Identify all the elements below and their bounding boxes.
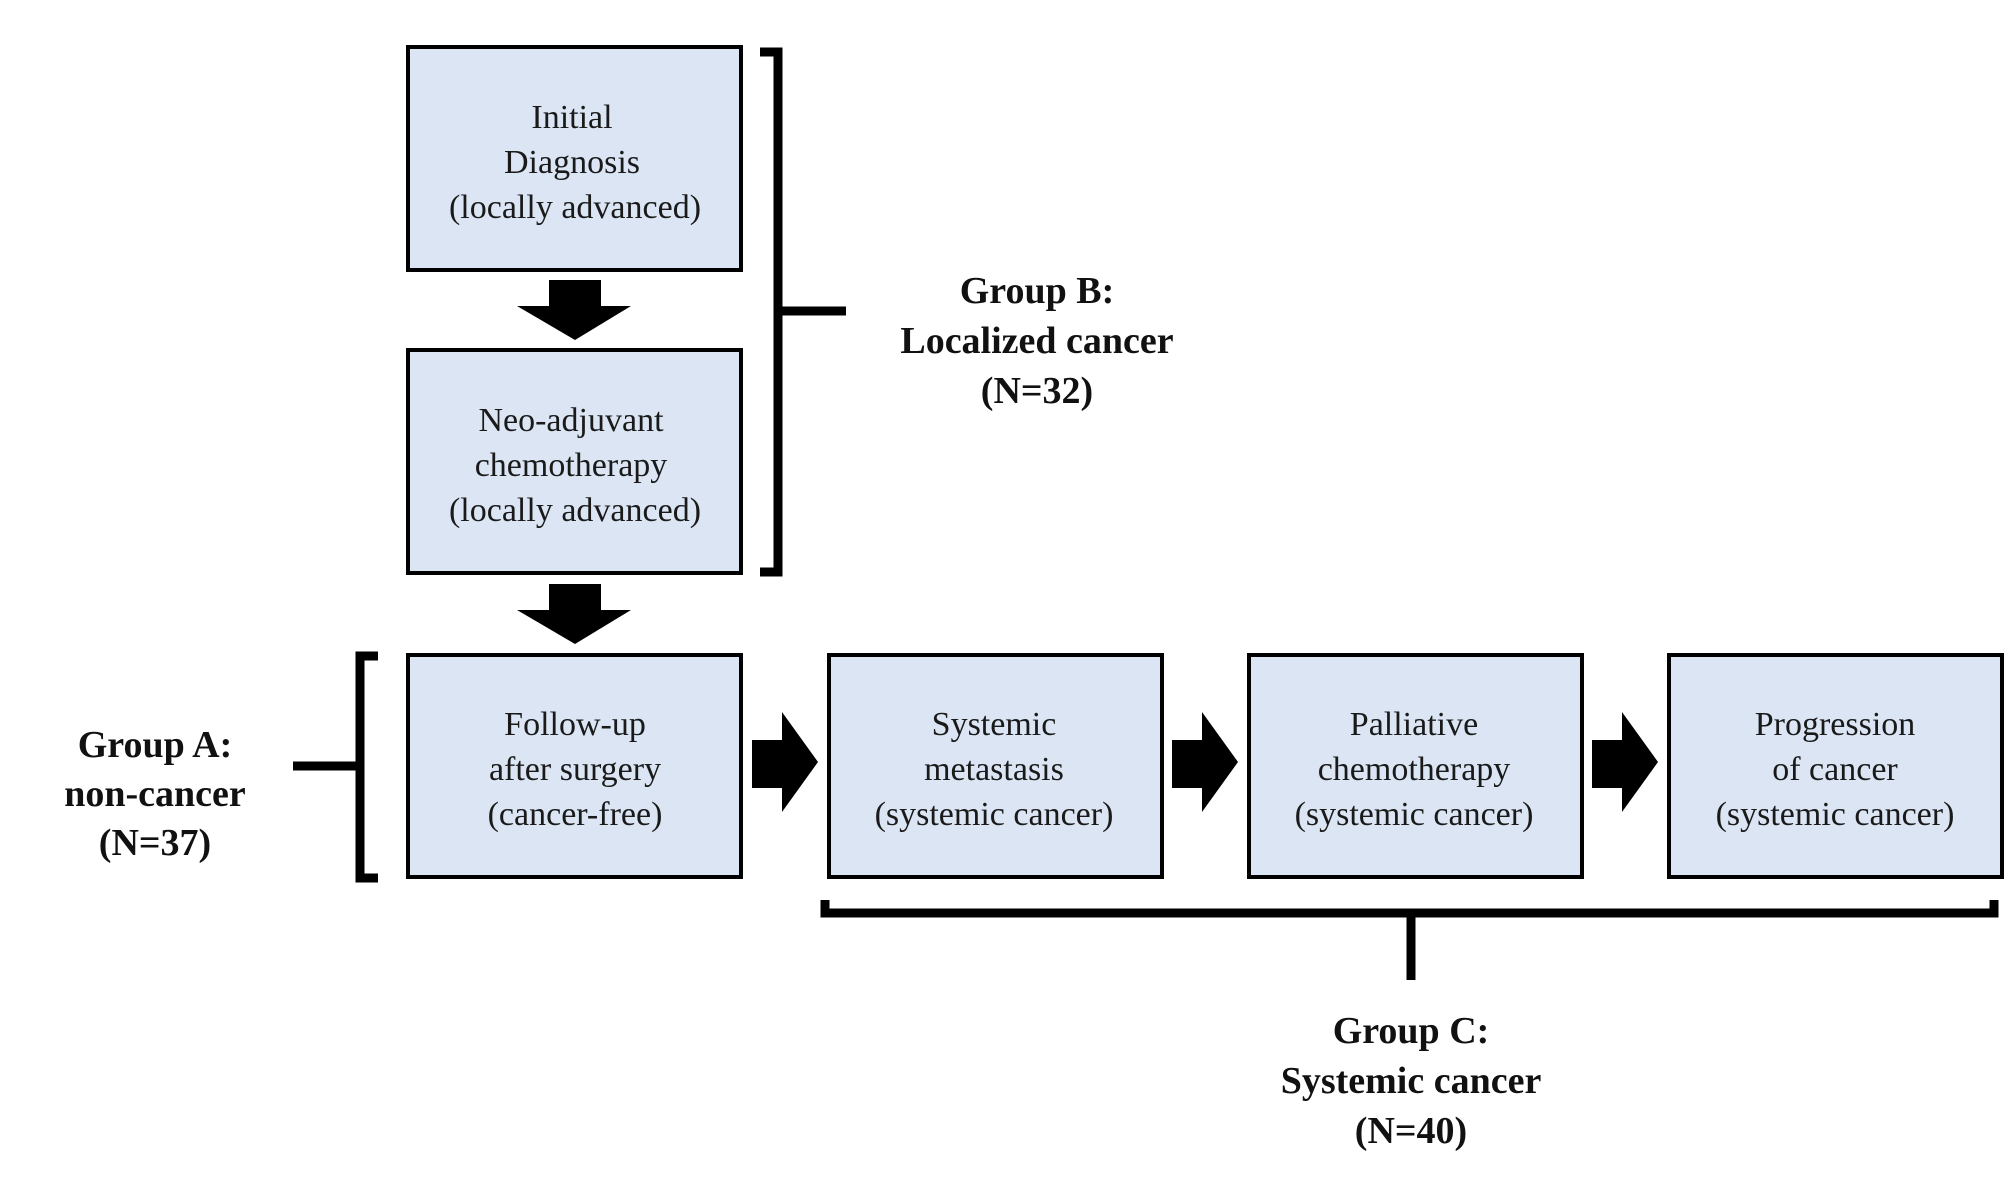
box-neo-adjuvant-line3: (locally advanced) [449, 492, 701, 529]
box-initial-diagnosis-line3: (locally advanced) [449, 189, 701, 226]
group-a-label: Group A: non-cancer (N=37) [64, 724, 246, 864]
box-neo-adjuvant-line1: Neo-adjuvant [478, 402, 664, 439]
box-neo-adjuvant: Neo-adjuvant chemotherapy (locally advan… [406, 348, 743, 575]
group-b-subtitle: Localized cancer [900, 320, 1173, 362]
bracket-group-b [760, 47, 846, 577]
box-palliative-line2: chemotherapy [1318, 751, 1511, 788]
group-c-label: Group C: Systemic cancer (N=40) [1281, 1010, 1542, 1152]
box-palliative-line3: (systemic cancer) [1295, 796, 1534, 833]
box-follow-up-line3: (cancer-free) [488, 796, 663, 833]
group-b-count: (N=32) [981, 370, 1093, 412]
box-progression-line2: of cancer [1772, 751, 1898, 788]
arrow-down-icon [517, 584, 631, 644]
group-a-count: (N=37) [99, 822, 211, 864]
box-palliative-chemotherapy: Palliative chemotherapy (systemic cancer… [1247, 653, 1584, 879]
group-c-subtitle: Systemic cancer [1281, 1060, 1542, 1102]
group-a-subtitle: non-cancer [64, 773, 246, 815]
group-c-title: Group C: [1333, 1010, 1490, 1052]
group-a-title: Group A: [78, 724, 233, 766]
box-follow-up-line1: Follow-up [504, 706, 646, 743]
arrow-right-icon [1172, 712, 1238, 812]
group-b-title: Group B: [960, 270, 1115, 312]
box-systemic-metastasis: Systemic metastasis (systemic cancer) [827, 653, 1164, 879]
box-follow-up-line2: after surgery [489, 751, 661, 788]
group-c-count: (N=40) [1355, 1110, 1467, 1152]
box-systemic-metastasis-line2: metastasis [924, 751, 1064, 788]
box-progression-of-cancer: Progression of cancer (systemic cancer) [1667, 653, 2004, 879]
box-systemic-metastasis-line1: Systemic [932, 706, 1057, 743]
group-b-label: Group B: Localized cancer (N=32) [900, 270, 1173, 412]
arrow-right-icon [752, 712, 818, 812]
arrow-down-icon [517, 280, 631, 340]
box-neo-adjuvant-line2: chemotherapy [475, 447, 668, 484]
box-palliative-line1: Palliative [1350, 706, 1478, 743]
bracket-group-c [820, 900, 1999, 980]
bracket-group-a [293, 651, 378, 883]
box-follow-up: Follow-up after surgery (cancer-free) [406, 653, 743, 879]
arrow-right-icon [1592, 712, 1658, 812]
box-systemic-metastasis-line3: (systemic cancer) [875, 796, 1114, 833]
box-progression-line3: (systemic cancer) [1716, 796, 1955, 833]
box-initial-diagnosis: Initial Diagnosis (locally advanced) [406, 45, 743, 272]
box-initial-diagnosis-line1: Initial [531, 99, 612, 136]
box-initial-diagnosis-line2: Diagnosis [504, 144, 640, 181]
box-progression-line1: Progression [1755, 706, 1916, 743]
